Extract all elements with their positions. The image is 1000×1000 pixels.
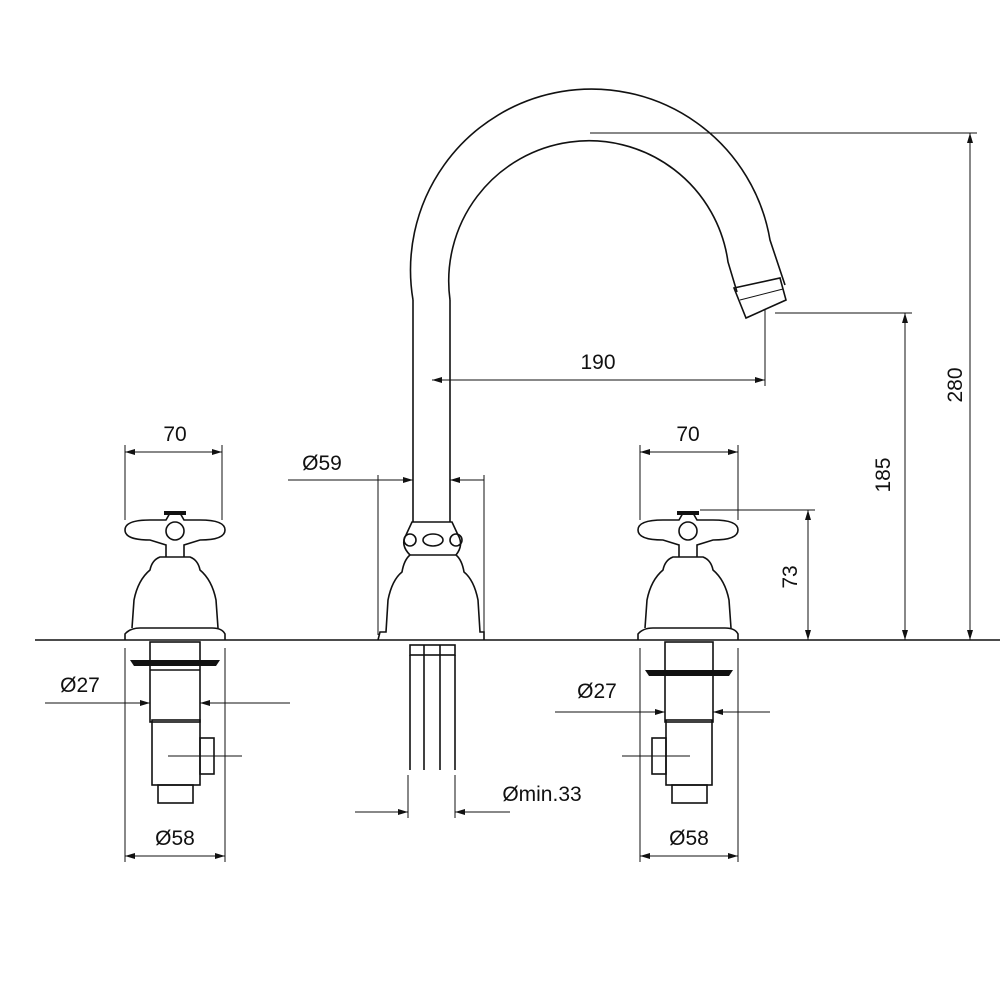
spout-base-diameter-label: Ø59 <box>302 452 342 475</box>
left-handle-valve <box>124 511 242 804</box>
valve-right-diameter-label: Ø27 <box>577 680 617 703</box>
spout <box>377 88 787 770</box>
valve-left-outer-diameter-label: Ø58 <box>155 827 195 850</box>
valve-right-outer-diameter-label: Ø58 <box>669 827 709 850</box>
spout-height-label: 280 <box>944 367 967 402</box>
spout-reach-label: 190 <box>580 351 615 374</box>
spout-outlet-height-label: 185 <box>872 457 895 492</box>
dimension-lines <box>45 132 977 862</box>
handle-right-width-label: 70 <box>676 423 699 446</box>
hole-min-diameter-label: Ømin.33 <box>502 783 581 806</box>
right-handle-valve <box>622 511 739 804</box>
valve-left-diameter-label: Ø27 <box>60 674 100 697</box>
handle-left-width-label: 70 <box>163 423 186 446</box>
handle-height-label: 73 <box>779 565 802 588</box>
